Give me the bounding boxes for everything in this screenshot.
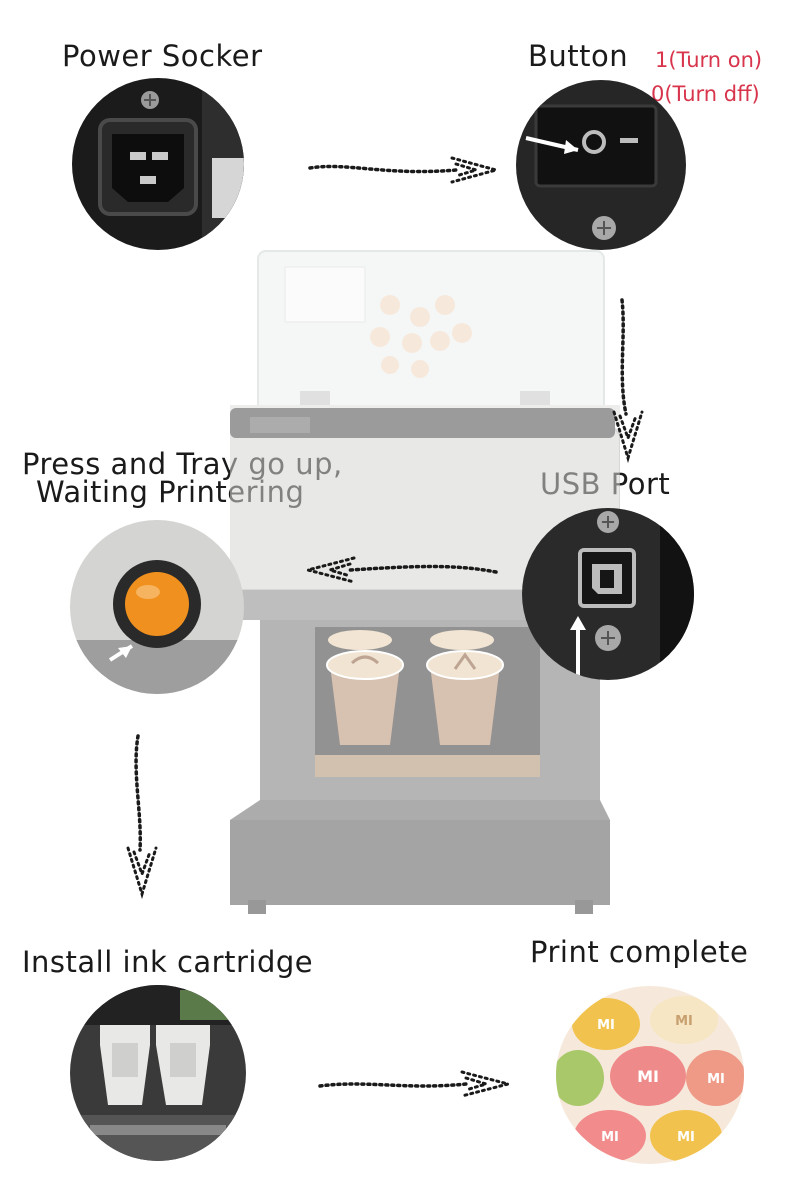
button-label: Button — [528, 39, 629, 73]
tray-button-photo — [70, 520, 244, 694]
power-switch-photo — [516, 80, 686, 250]
arrow-tray-to-ink — [122, 732, 162, 900]
print-complete-label: Print complete — [530, 935, 749, 969]
macaron-logo-text: MI — [675, 1014, 693, 1029]
arrow-socket-to-button — [306, 150, 502, 190]
turn-on-note: 1(Turn on) — [655, 48, 763, 72]
arrow-button-to-usb — [608, 296, 648, 464]
macaron-logo-text: MI — [637, 1067, 659, 1086]
ink-cartridge-photo — [70, 985, 246, 1161]
macaron-logo-text: MI — [597, 1018, 615, 1033]
ink-cartridge-label: Install ink cartridge — [22, 945, 314, 979]
turn-off-note: 0(Turn dff) — [651, 82, 760, 106]
usb-port-photo — [522, 508, 694, 680]
arrow-usb-to-tray-button — [302, 550, 500, 590]
macaron-logo-text: MI — [601, 1130, 619, 1145]
power-socket-photo — [72, 78, 244, 250]
macaron-logo-text: MI — [707, 1072, 725, 1087]
arrow-ink-to-complete — [316, 1064, 514, 1104]
print-complete-photo: MI MI MI MI MI MI — [556, 986, 744, 1164]
power-socket-label: Power Socker — [62, 39, 263, 73]
macaron-logo-text: MI — [677, 1130, 695, 1145]
